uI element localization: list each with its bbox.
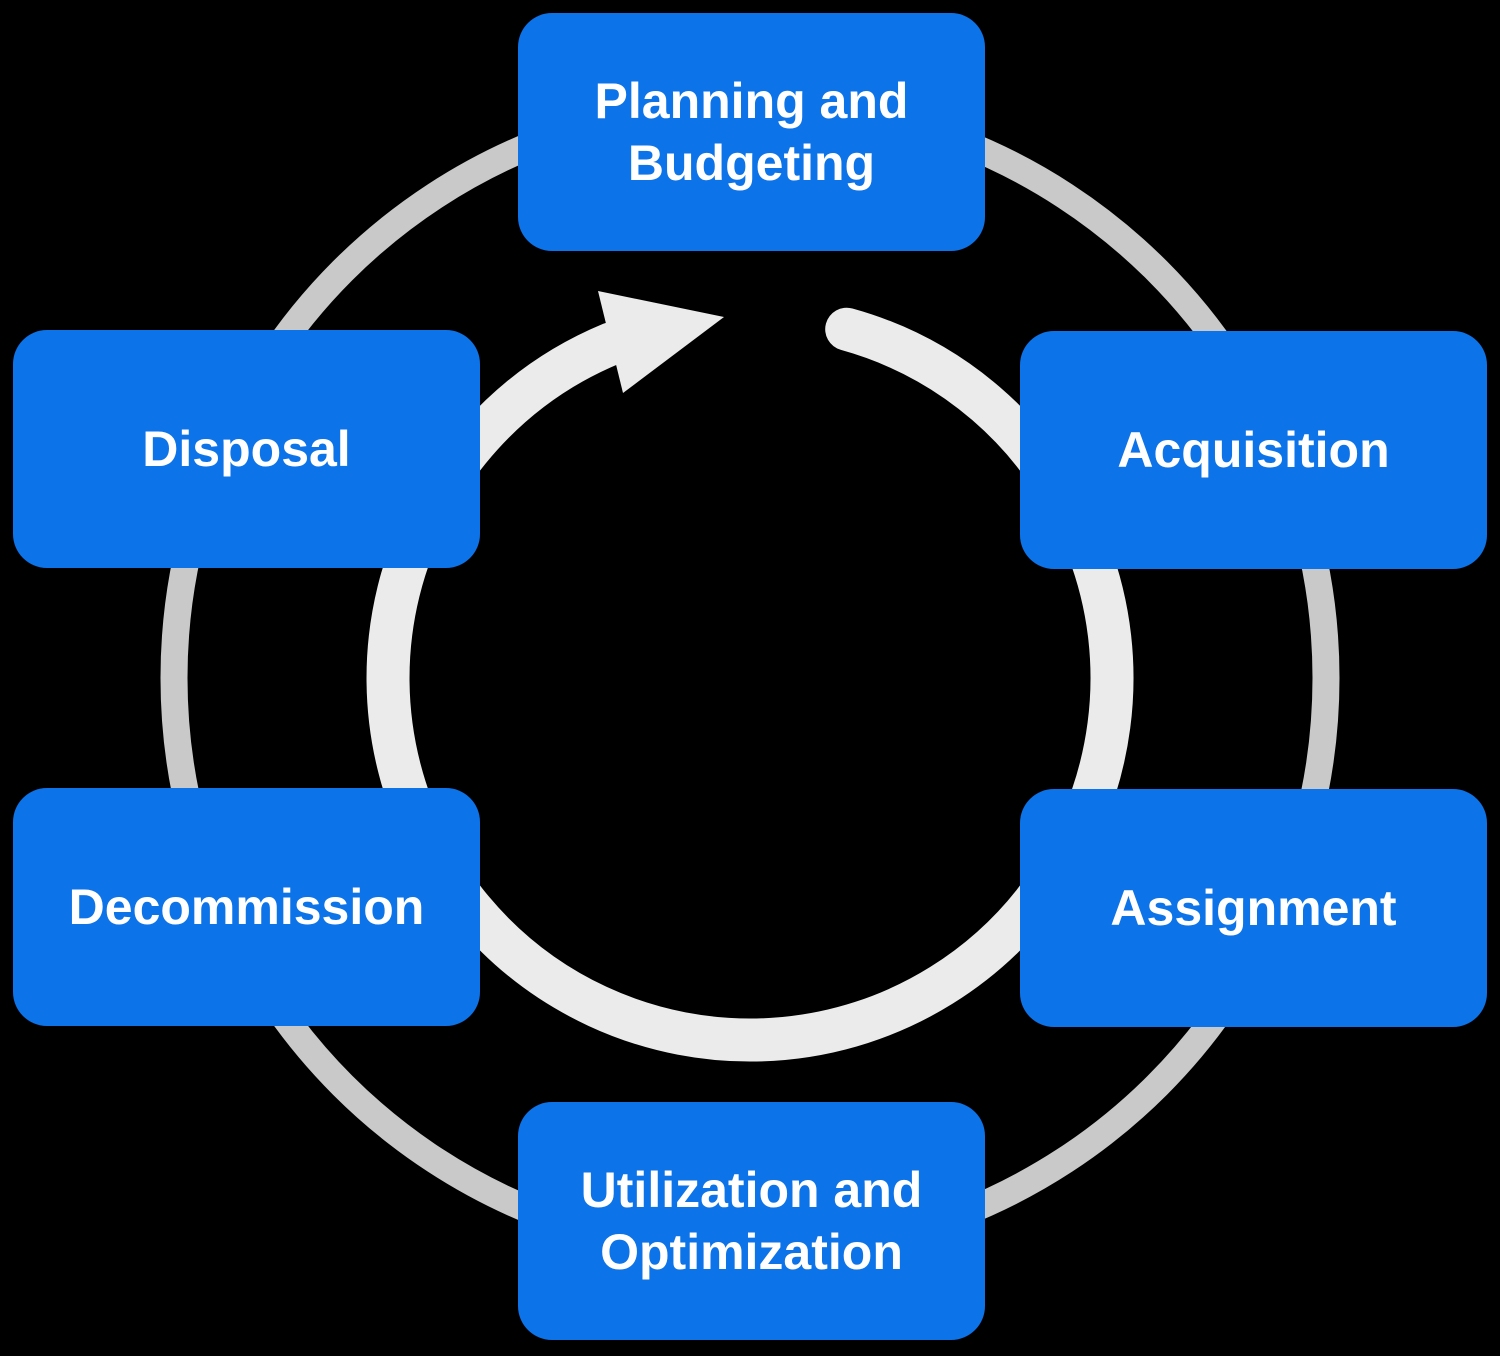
stage-box-disposal: Disposal xyxy=(13,330,480,568)
outer-ring-circle xyxy=(160,88,1340,1268)
stage-label: Decommission xyxy=(68,878,425,935)
stage-label: Utilization and Optimization xyxy=(580,1161,923,1281)
cycle-arrow-arc xyxy=(366,307,1134,1062)
stage-box-acquisition: Acquisition xyxy=(1020,331,1487,569)
cycle-arrow-head-icon xyxy=(598,291,724,393)
stage-box-utilization-and-optimization: Utilization and Optimization xyxy=(518,1102,985,1340)
stage-label: Disposal xyxy=(142,420,351,477)
stage-label: Planning and Budgeting xyxy=(594,72,909,192)
stage-box-assignment: Assignment xyxy=(1020,789,1487,1027)
stage-label: Assignment xyxy=(1110,879,1397,936)
stage-label: Acquisition xyxy=(1117,421,1390,478)
stage-box-planning-and-budgeting: Planning and Budgeting xyxy=(518,13,985,251)
stage-box-decommission: Decommission xyxy=(13,788,480,1026)
